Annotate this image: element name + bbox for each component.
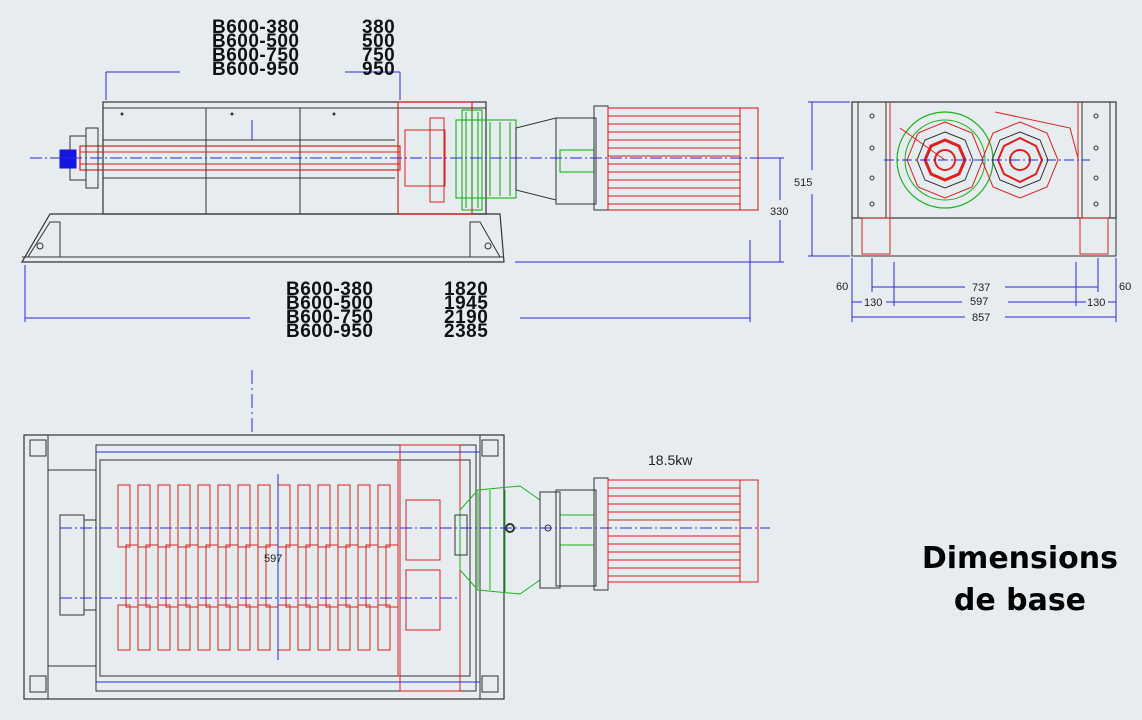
- cutter-tooth: [145, 544, 159, 608]
- cutter-tooth: [185, 544, 199, 608]
- title-line-2: de base: [953, 583, 1087, 618]
- page-title: Dimensions de base: [922, 538, 1118, 622]
- cutter-tooth: [277, 604, 291, 651]
- cutter-tooth: [337, 604, 351, 651]
- cutter-tooth: [377, 484, 391, 548]
- cutter-tooth: [317, 604, 331, 651]
- cutter-tooth: [277, 484, 291, 548]
- cutter-tooth: [137, 484, 151, 548]
- end-view: 515 60 60 737 130 597 130 857: [794, 101, 1131, 324]
- dim-597-top-view: 597: [264, 553, 282, 565]
- cutter-tooth: [325, 544, 339, 608]
- cutter-tooth: [117, 604, 131, 651]
- dim-60-right: 60: [1119, 281, 1131, 293]
- top-view: 597: [23, 370, 770, 700]
- cutter-tooth: [297, 484, 311, 548]
- dim-130-right: 130: [1087, 297, 1105, 309]
- cutter-tooth: [217, 484, 231, 548]
- dim-130-left: 130: [864, 297, 882, 309]
- cutter-tooth: [357, 604, 371, 651]
- cutter-tooth: [237, 484, 251, 548]
- side-view: 330: [20, 71, 788, 322]
- dim-737: 737: [972, 282, 990, 294]
- dim-60-left: 60: [836, 281, 848, 293]
- cutter-tooth: [125, 544, 139, 608]
- cutter-tooth: [177, 484, 191, 548]
- dim-597: 597: [970, 296, 988, 308]
- cutter-tooth: [165, 544, 179, 608]
- motor-power-label: 18.5kw: [648, 452, 693, 468]
- cutter-tooth: [317, 484, 331, 548]
- cutter-tooth: [245, 544, 259, 608]
- cutter-tooth: [137, 604, 151, 651]
- cutter-tooth: [157, 484, 171, 548]
- dim-857: 857: [972, 312, 990, 324]
- cutter-tooth: [285, 544, 299, 608]
- cutter-tooth: [377, 604, 391, 651]
- cutter-tooth: [365, 544, 379, 608]
- cutter-tooth: [157, 604, 171, 651]
- cutter-tooth: [237, 604, 251, 651]
- cutter-tooth: [305, 544, 319, 608]
- cutter-tooth: [197, 484, 211, 548]
- cutter-tooth: [197, 604, 211, 651]
- cutter-tooth: [177, 604, 191, 651]
- cutter-tooth: [297, 604, 311, 651]
- cutter-tooth: [257, 484, 271, 548]
- cutter-tooth: [345, 544, 359, 608]
- cutter-tooth: [357, 484, 371, 548]
- cutter-tooth: [257, 604, 271, 651]
- dim-330: 330: [770, 206, 788, 218]
- dim-515: 515: [794, 177, 812, 189]
- cutter-tooth: [217, 604, 231, 651]
- cutter-tooth: [117, 484, 131, 548]
- cutter-tooth: [225, 544, 239, 608]
- cutter-tooth: [205, 544, 219, 608]
- title-line-1: Dimensions: [921, 541, 1118, 576]
- cutter-tooth: [337, 484, 351, 548]
